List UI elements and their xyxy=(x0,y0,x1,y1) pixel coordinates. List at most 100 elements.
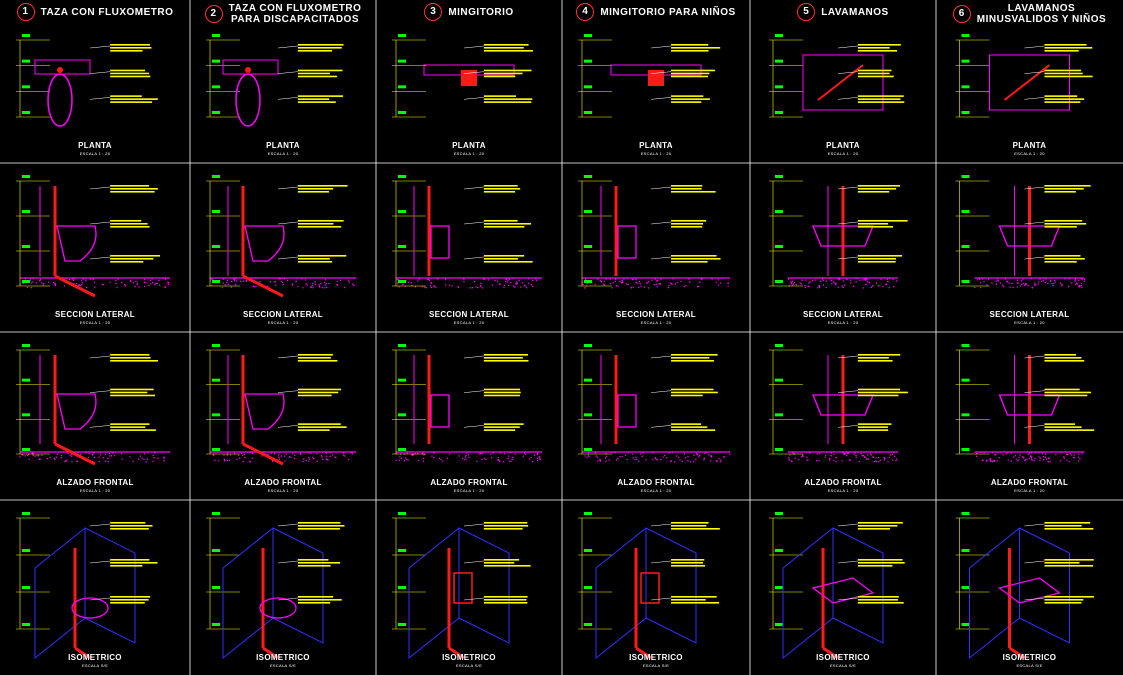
floor-hatch-dot xyxy=(531,285,534,288)
annotation-text-mark xyxy=(483,185,518,187)
floor-hatch-dot xyxy=(688,278,690,280)
floor-hatch-dot xyxy=(67,452,69,455)
view-title: ISOMETRICO xyxy=(68,653,122,662)
floor-hatch-dot xyxy=(429,285,432,287)
floor-hatch-dot xyxy=(490,453,492,455)
dimension-value-mark xyxy=(584,448,592,451)
annotation-text-mark xyxy=(483,220,518,222)
floor-hatch-dot xyxy=(819,280,822,282)
view-scale: ESCALA 1 : 20 xyxy=(827,488,859,493)
floor-hatch-dot xyxy=(270,452,272,454)
dimension-value-mark xyxy=(212,413,220,417)
floor-hatch-dot xyxy=(1061,283,1063,286)
annotation-text-mark xyxy=(1044,47,1093,49)
dimension-value-mark xyxy=(584,111,592,114)
dimension-value-mark xyxy=(22,378,30,382)
annotation-leader xyxy=(837,355,858,359)
fixture-drawing xyxy=(392,175,542,289)
floor-hatch-dot xyxy=(717,279,720,281)
floor-hatch-dot xyxy=(163,460,165,462)
floor-hatch-dot xyxy=(321,456,323,458)
annotation-text-mark xyxy=(1044,261,1077,263)
annotation-text-mark xyxy=(110,602,145,604)
fixture-title-line: TAZA CON FLUXOMETRO xyxy=(40,6,174,18)
floor-hatch-dot xyxy=(1013,456,1015,458)
floor-hatch-dot xyxy=(121,458,123,460)
floor-hatch-dot xyxy=(1067,453,1069,456)
fixture-drawing xyxy=(769,512,905,660)
annotation-text-mark xyxy=(483,423,524,425)
floor-hatch-dot xyxy=(538,456,540,458)
floor-hatch-dot xyxy=(329,455,331,457)
floor-hatch-dot xyxy=(889,454,892,456)
dimension-value-mark xyxy=(22,280,30,283)
floor-hatch-dot xyxy=(480,285,482,288)
floor-hatch-dot xyxy=(582,283,584,286)
floor-hatch-dot xyxy=(1035,284,1037,286)
iso-wall-outline xyxy=(222,526,274,660)
floor-hatch-dot xyxy=(597,278,599,281)
floor-hatch-dot xyxy=(715,281,717,283)
annotation-text-mark xyxy=(1044,258,1085,260)
dimension-value-mark xyxy=(775,210,783,213)
fixture-drawing xyxy=(578,344,731,463)
floor-hatch-dot xyxy=(64,460,66,463)
floor-hatch-dot xyxy=(422,457,425,460)
floor-hatch-dot xyxy=(789,454,791,456)
dimension-value-mark xyxy=(961,448,970,451)
floor-hatch-dot xyxy=(704,452,706,455)
floor-hatch-dot xyxy=(684,457,687,459)
annotation-text-mark xyxy=(483,391,521,394)
floor-hatch-dot xyxy=(463,278,465,281)
floor-hatch-dot xyxy=(228,459,231,461)
floor-hatch-dot xyxy=(226,459,229,462)
floor-hatch-dot xyxy=(39,458,41,460)
floor-hatch-dot xyxy=(818,460,820,462)
annotation-text-mark xyxy=(671,562,703,564)
floor-hatch-dot xyxy=(485,458,487,461)
floor-hatch-dot xyxy=(54,458,56,461)
dimension-value-mark xyxy=(22,111,30,114)
plan-pipe xyxy=(1003,64,1051,101)
annotation-leader xyxy=(1024,45,1045,49)
annotation-text-mark xyxy=(857,522,903,524)
annotation-text-mark xyxy=(671,426,708,428)
annotation-text-mark xyxy=(297,47,342,49)
dimension-value-mark xyxy=(398,512,406,515)
annotation-text-mark xyxy=(857,562,905,564)
view-title: ISOMETRICO xyxy=(256,653,310,662)
annotation-text-mark xyxy=(297,596,334,598)
fixture-drawing xyxy=(955,512,1094,660)
floor-hatch-dot xyxy=(710,455,712,457)
floor-hatch-dot xyxy=(645,459,647,461)
urinal-profile xyxy=(430,394,450,428)
view-scale: ESCALA 1 : 20 xyxy=(267,488,299,493)
floor-hatch-dot xyxy=(308,460,310,462)
floor-hatch-dot xyxy=(81,284,83,286)
annotation-text-mark xyxy=(671,95,704,97)
floor-hatch-dot xyxy=(1021,283,1023,286)
floor-hatch-dot xyxy=(115,279,117,282)
floor-hatch-dot xyxy=(532,279,534,282)
annotation-text-mark xyxy=(297,525,345,527)
annotation-leader xyxy=(89,221,111,225)
floor-hatch-dot xyxy=(536,452,539,455)
floor-hatch-dot xyxy=(322,458,324,461)
annotation-leader xyxy=(463,71,484,74)
annotation-text-mark xyxy=(297,95,344,97)
floor-hatch-dot xyxy=(446,457,449,460)
floor-hatch-dot xyxy=(306,284,308,286)
floor-hatch-dot xyxy=(473,280,476,283)
annotation-text-mark xyxy=(110,72,150,75)
floor-hatch-dot xyxy=(818,286,821,289)
urinal-profile xyxy=(430,225,450,259)
floor-hatch-dot xyxy=(1074,278,1077,281)
floor-hatch-dot xyxy=(506,281,509,283)
floor-hatch-dot xyxy=(231,280,233,283)
floor-hatch-dot xyxy=(698,454,701,457)
annotation-text-mark xyxy=(483,72,523,75)
floor-hatch-dot xyxy=(825,280,828,282)
